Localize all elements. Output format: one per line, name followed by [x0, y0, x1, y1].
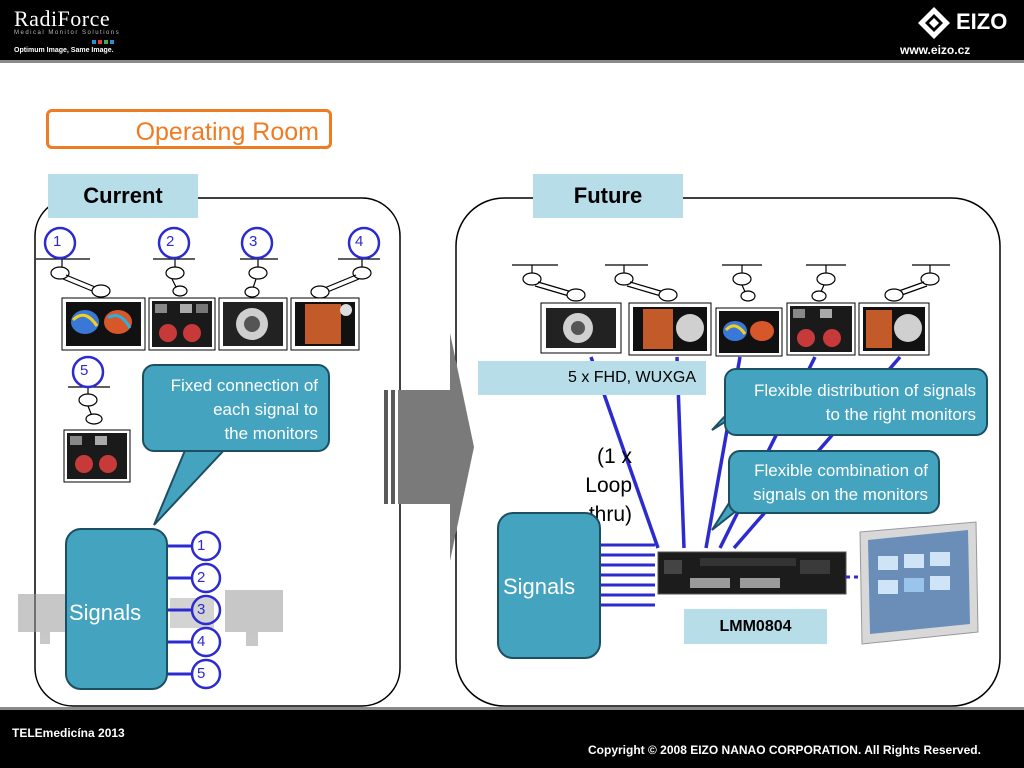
footer-bar: [0, 710, 1024, 768]
current-callout: Fixed connection of each signal to the m…: [142, 364, 330, 452]
current-monitor-number-4: 4: [355, 233, 364, 250]
current-monitor-number-1: 1: [53, 233, 62, 250]
header-divider: [0, 60, 1024, 63]
future-callout-combination-line-2: signals on the monitors: [753, 485, 928, 504]
current-monitor-5-icon: [63, 429, 131, 483]
lmm0804-device-icon: [657, 551, 847, 595]
background-workstations-icon: [18, 590, 283, 646]
fhd-label: 5 x FHD, WUXGA: [478, 361, 706, 395]
current-signals-box: Signals: [65, 528, 168, 690]
loop-thru-line-3: thru): [588, 503, 632, 526]
future-monitor-2-icon: [628, 302, 712, 356]
loop-thru-line-2: Loop: [585, 474, 632, 497]
current-signal-number-circles: [190, 530, 222, 690]
touch-panel-icon: [859, 521, 979, 645]
current-callout-pointer: [153, 447, 229, 526]
current-signal-number-3: 3: [197, 601, 206, 618]
current-callout-line-2: each signal to: [213, 400, 318, 419]
footer-divider: [0, 707, 1024, 710]
room-title: Operating Room: [135, 118, 319, 146]
future-callout-distribution-line-2: to the right monitors: [825, 405, 976, 424]
brand-tagline: Optimum Image, Same Image.: [14, 47, 114, 54]
current-monitor-number-5: 5: [80, 362, 89, 379]
future-ceiling-arms: [512, 264, 950, 302]
future-label: Future: [533, 174, 683, 218]
device-label: LMM0804: [684, 609, 827, 644]
current-signal-number-1: 1: [197, 537, 206, 554]
copyright-text: Copyright © 2008 EIZO NANAO CORPORATION.…: [588, 743, 981, 757]
future-monitor-1-icon: [540, 302, 622, 354]
future-monitor-3-icon: [715, 307, 783, 357]
loop-thru-line-1: (1 x: [596, 445, 632, 468]
current-monitor-1-icon: [61, 297, 146, 351]
future-callout-combination: Flexible combination of signals on the m…: [728, 450, 940, 514]
website-link[interactable]: www.eizo.cz: [900, 43, 971, 57]
current-signals-label: Signals: [69, 600, 142, 625]
brand-name: RadiForce: [14, 6, 111, 31]
current-signal-lines: [166, 544, 192, 676]
future-signals-label: Signals: [503, 574, 576, 599]
future-monitor-5-icon: [858, 302, 930, 356]
transition-arrow-icon: [384, 333, 474, 561]
current-callout-line-1: Fixed connection of: [170, 376, 318, 395]
current-callout-line-3: the monitors: [224, 424, 318, 443]
current-signal-number-4: 4: [197, 633, 206, 650]
event-label: TELEmedicína 2013: [12, 726, 125, 740]
current-monitor-number-2: 2: [166, 233, 175, 250]
brand-dots-icon: [92, 40, 114, 44]
current-signal-number-5: 5: [197, 665, 206, 682]
eizo-logo-text: EIZO: [956, 9, 1008, 34]
future-signal-lines: [600, 543, 655, 607]
current-label: Current: [48, 174, 198, 218]
current-signal-number-2: 2: [197, 569, 206, 586]
future-callout-distribution-line-1: Flexible distribution of signals: [753, 381, 976, 400]
current-monitor-number-3: 3: [249, 233, 258, 250]
brand-subtitle: Medical Monitor Solutions: [14, 30, 121, 36]
current-monitor-4-icon: [290, 297, 360, 351]
future-callout-distribution: Flexible distribution of signals to the …: [724, 368, 988, 436]
room-title-box: Operating Room: [46, 109, 332, 149]
current-ceiling-arms: [36, 258, 380, 425]
current-monitor-2-icon: [148, 297, 216, 351]
loop-thru-label: (1 x Loop thru): [562, 442, 632, 529]
header-bar: [0, 0, 1024, 60]
future-signals-box: Signals: [497, 512, 601, 659]
current-monitor-number-circles: [43, 226, 381, 389]
future-callout-combination-line-1: Flexible combination of: [754, 461, 928, 480]
current-monitor-3-icon: [218, 297, 288, 351]
eizo-diamond-icon: [918, 7, 950, 39]
future-monitor-4-icon: [786, 302, 856, 356]
